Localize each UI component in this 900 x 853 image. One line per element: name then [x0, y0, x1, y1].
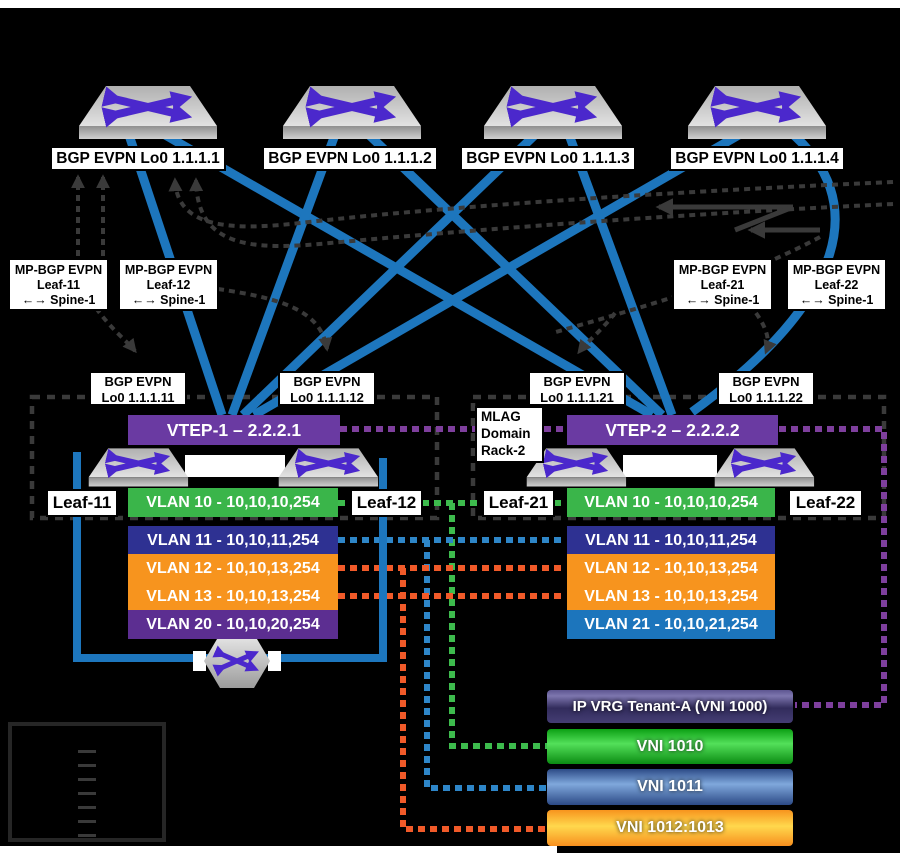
rack1-vlan12-bar: VLAN 12 - 10,10,13,254 [128, 554, 338, 583]
mpbgp-line: Leaf-22 [814, 278, 859, 292]
legend-dash [78, 778, 96, 781]
spine3-switch-icon [484, 86, 622, 139]
bottom-page-edge [0, 846, 557, 853]
rack1-vlan10-bar: VLAN 10 - 10,10,10,254 [128, 488, 338, 517]
leaf22-name-label: Leaf-22 [788, 489, 863, 517]
spine2-switch-icon [283, 86, 421, 139]
lo0-line: Lo0 1.1.1.11 [101, 389, 175, 405]
mpbgp-line: Leaf-11 [36, 278, 81, 292]
mlag-line: MLAG [481, 409, 521, 424]
leaf11-name-label: Leaf-11 [46, 489, 118, 517]
mpbgp-line: Leaf-12 [146, 278, 191, 292]
vni-1012-1013-box: VNI 1012:1013 [547, 810, 793, 846]
mpbgp-leaf21-label: MP-BGP EVPN Leaf-21 ←→ Spine-1 [672, 258, 773, 311]
leaf12-lo0-label: BGP EVPN Lo0 1.1.1.12 [278, 371, 376, 406]
lo0-line: Lo0 1.1.1.12 [290, 389, 364, 405]
router-icon [193, 634, 281, 688]
rack1-vlan11-bar: VLAN 11 - 10,10,11,254 [128, 526, 338, 555]
mpbgp-line: MP-BGP EVPN [124, 263, 213, 277]
bgp-session-curves [71, 174, 894, 355]
mpbgp-line: ←→ Spine-1 [21, 293, 96, 307]
spine2-lo0-label: BGP EVPN Lo0 1.1.1.2 [262, 146, 438, 171]
lo0-line: Lo0 1.1.1.21 [540, 389, 614, 405]
rack2-vlan11-bar: VLAN 11 - 10,10,11,254 [567, 526, 775, 555]
vlan-vni-connectors [338, 426, 887, 832]
spine1-switch-icon [79, 86, 217, 139]
rack2-vlan21-bar: VLAN 21 - 10,10,21,254 [567, 610, 775, 639]
rack2-vlan10-bar: VLAN 10 - 10,10,10,254 [567, 488, 775, 517]
mpbgp-leaf11-label: MP-BGP EVPN Leaf-11 ←→ Spine-1 [8, 258, 109, 311]
mpbgp-line: MP-BGP EVPN [14, 263, 103, 277]
vni-1000-box: IP VRG Tenant-A (VNI 1000) [547, 690, 793, 723]
leaf11-switch-icon [89, 448, 188, 486]
rack2-vlan12-bar: VLAN 12 - 10,10,13,254 [567, 554, 775, 583]
mpbgp-line: MP-BGP EVPN [678, 263, 767, 277]
route-reflect-arrows [655, 198, 820, 239]
vni-1010-box: VNI 1010 [547, 729, 793, 764]
lo0-line: BGP EVPN [732, 374, 800, 389]
leaf22-switch-icon [715, 448, 814, 486]
legend-dash [78, 820, 96, 823]
leaf21-lo0-label: BGP EVPN Lo0 1.1.1.21 [528, 371, 626, 406]
lo0-line: BGP EVPN [293, 374, 361, 389]
legend-box [8, 722, 166, 842]
rack2-peer-link [623, 455, 717, 477]
legend-dash [78, 806, 96, 809]
rack1-peer-link [185, 455, 285, 477]
mpbgp-leaf12-label: MP-BGP EVPN Leaf-12 ←→ Spine-1 [118, 258, 219, 311]
vtep1-bar: VTEP-1 – 2.2.2.1 [128, 415, 340, 445]
mpbgp-line: ←→ Spine-1 [685, 293, 760, 307]
rack2-vlan13-bar: VLAN 13 - 10,10,13,254 [567, 582, 775, 611]
vtep2-bar: VTEP-2 – 2.2.2.2 [567, 415, 778, 445]
spine1-lo0-label: BGP EVPN Lo0 1.1.1.1 [50, 146, 226, 171]
legend-dash [78, 764, 96, 767]
mlag-line: Domain [481, 426, 531, 441]
spine4-lo0-label: BGP EVPN Lo0 1.1.1.4 [669, 146, 845, 171]
spine3-lo0-label: BGP EVPN Lo0 1.1.1.3 [460, 146, 636, 171]
mpbgp-line: ←→ Spine-1 [131, 293, 206, 307]
leaf11-lo0-label: BGP EVPN Lo0 1.1.1.11 [89, 371, 187, 406]
mlag-domain-label: MLAG Domain Rack-2 [475, 406, 544, 463]
rack1-vlan20-bar: VLAN 20 - 10,10,20,254 [128, 610, 338, 639]
leaf21-name-label: Leaf-21 [482, 489, 555, 517]
lo0-line: Lo0 1.1.1.22 [729, 389, 803, 405]
legend-dash [78, 834, 96, 837]
lo0-line: BGP EVPN [543, 374, 611, 389]
rack1-vlan13-bar: VLAN 13 - 10,10,13,254 [128, 582, 338, 611]
mlag-line: Rack-2 [481, 443, 526, 458]
leaf12-switch-icon [279, 448, 378, 486]
leaf12-name-label: Leaf-12 [350, 489, 423, 517]
top-page-edge [0, 0, 900, 8]
mpbgp-leaf22-label: MP-BGP EVPN Leaf-22 ←→ Spine-1 [786, 258, 887, 311]
legend-dash [78, 750, 96, 753]
mpbgp-line: Leaf-21 [700, 278, 745, 292]
lo0-line: BGP EVPN [104, 374, 172, 389]
mpbgp-line: ←→ Spine-1 [799, 293, 874, 307]
legend-dash [78, 792, 96, 795]
spine4-switch-icon [688, 86, 826, 139]
leaf22-lo0-label: BGP EVPN Lo0 1.1.1.22 [717, 371, 815, 406]
mpbgp-line: MP-BGP EVPN [792, 263, 881, 277]
vni-1011-box: VNI 1011 [547, 769, 793, 805]
